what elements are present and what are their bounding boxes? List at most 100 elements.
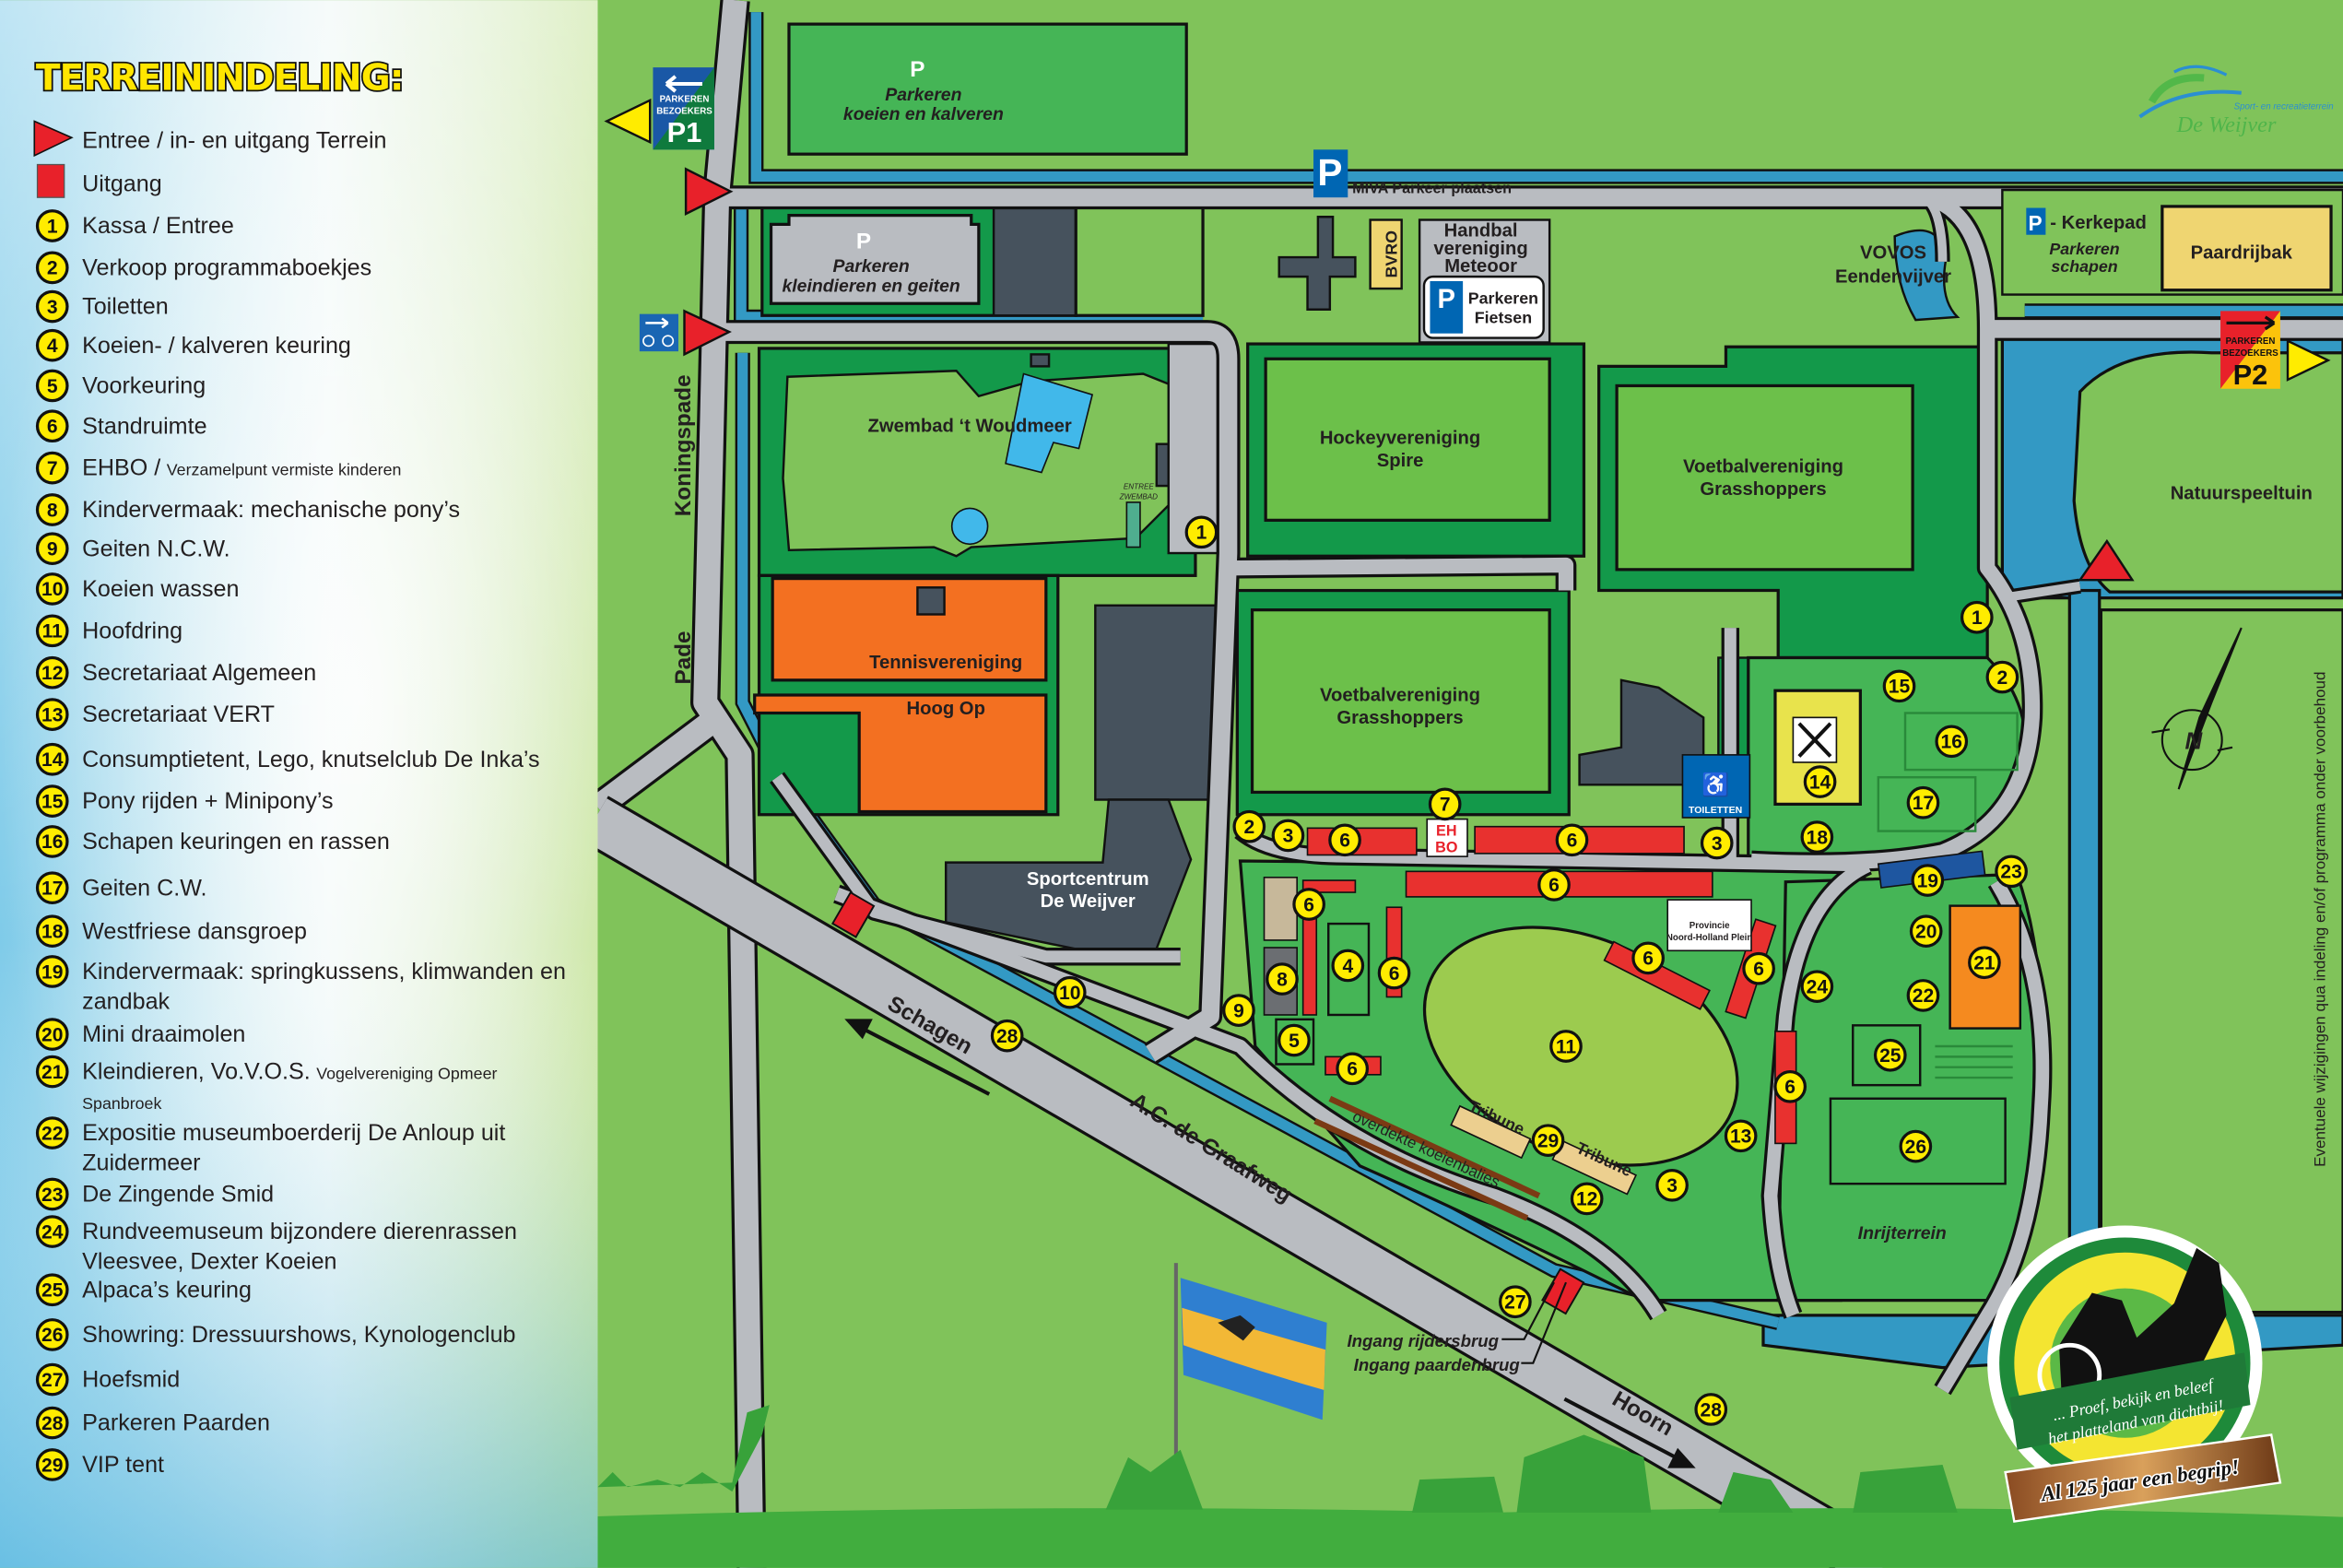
legend-marker: 21 [35,1055,69,1089]
map-marker[interactable]: 3 [1655,1168,1689,1202]
map-marker[interactable]: 21 [1968,946,2001,980]
map-marker[interactable]: 10 [1053,975,1087,1009]
marker-circle [35,955,69,988]
map-marker[interactable]: 6 [1537,868,1571,902]
road-direction-arrows [844,1019,1696,1468]
map-marker[interactable]: 3 [1271,819,1305,853]
marker-number: 1 [1196,523,1207,544]
map-marker[interactable]: 29 [1531,1124,1565,1157]
map-marker[interactable]: 19 [1911,864,1945,897]
legend-item-label: Mini draaimolen [82,1021,245,1047]
zwembad-label: Zwembad ‘t Woudmeer [868,417,1072,437]
marker-number: 1 [1972,607,1983,629]
marker-number: 14 [41,749,64,771]
marker-circle [1724,1119,1758,1153]
map-marker[interactable]: 6 [1773,1069,1807,1103]
map-marker[interactable]: 24 [1800,970,1834,1004]
map-marker[interactable]: 25 [1873,1038,1907,1072]
map-marker[interactable]: 28 [1694,1393,1728,1426]
map-marker[interactable]: 6 [1377,956,1411,990]
ingang-pointer-lines [1501,1281,1567,1364]
marker-circle [1377,956,1411,990]
p1-sign-line1: PARKEREN [660,94,710,104]
marker-circle [35,1177,69,1211]
p1-parking-sign[interactable] [653,67,714,150]
marker-circle [1694,1393,1728,1426]
map-marker[interactable]: 12 [1570,1182,1604,1216]
map-marker[interactable]: 5 [1277,1023,1311,1057]
map-marker[interactable]: 22 [1906,979,1940,1012]
marker-circle [1222,994,1255,1027]
map-marker[interactable]: 6 [1336,1052,1369,1086]
handbal-label: Meteoor [1444,256,1517,277]
paardrijbak-label: Paardrijbak [2191,243,2293,264]
map-marker[interactable]: 6 [1292,888,1325,921]
map-marker[interactable]: 4 [1331,949,1365,983]
map-marker[interactable]: 27 [1499,1285,1532,1319]
marker-number: 3 [47,297,58,318]
map-marker[interactable]: 6 [1328,823,1361,857]
map-marker[interactable]: 2 [1985,660,2019,694]
map-marker[interactable]: 7 [1428,787,1462,821]
natuurspeeltuin-label: Natuurspeeltuin [2171,484,2313,504]
legend-marker: 28 [35,1406,69,1440]
map-marker[interactable]: 1 [1960,600,1994,634]
map-marker[interactable]: 18 [1800,820,1834,854]
exit-icon [36,163,65,198]
legend-label-text: Secretariaat Algemeen [82,660,316,686]
marker-circle [1537,868,1571,902]
map-marker[interactable]: 8 [1266,962,1299,996]
legend-label-text: Parkeren Paarden [82,1410,270,1436]
marker-circle [35,532,69,565]
parking-sign [2026,207,2046,235]
map-marker[interactable]: 28 [990,1019,1024,1053]
map-marker[interactable]: 23 [1995,855,2028,889]
map-marker[interactable]: 13 [1724,1119,1758,1153]
map-marker[interactable]: 6 [1631,941,1665,975]
marker-circle [1499,1285,1532,1319]
marker-circle [1555,823,1589,857]
map-marker[interactable]: 14 [1803,765,1837,798]
marker-circle [1899,1129,1933,1163]
koningspade-street-label: Koningspade [671,374,696,516]
parking-sign-letter: P [1438,285,1455,314]
marker-number: 6 [47,417,58,438]
cow-stalls [1313,1095,1541,1221]
map-marker[interactable]: 26 [1899,1129,1933,1163]
provincie-sign [1666,899,1752,952]
legend-label-text: Schapen keuringen en rassen [82,829,390,855]
marker-number: 6 [1642,949,1654,970]
parking-cows-label: koeien en kalveren [843,104,1004,124]
map-marker[interactable]: 6 [1555,823,1589,857]
map-marker[interactable]: 20 [1909,914,1943,949]
marker-number: 6 [1753,959,1764,980]
map-marker[interactable]: 9 [1222,994,1255,1027]
kerkepad-label: - Kerkepad [2050,213,2147,233]
marker-number: 19 [41,961,63,983]
map-marker[interactable]: 6 [1742,951,1775,985]
marker-number: 6 [1389,963,1400,984]
canal [750,12,2343,183]
map-marker[interactable]: 3 [1700,826,1734,860]
p2-parking-sign[interactable] [2220,311,2280,389]
marker-circle [35,825,69,858]
legend-item-label: Showring: Dressuurshows, Kynologenclub [82,1322,515,1348]
map-marker[interactable]: 17 [1906,785,1940,819]
map-marker[interactable]: 2 [1232,809,1266,843]
map-marker[interactable]: 1 [1184,515,1219,549]
map-marker[interactable]: 15 [1882,669,1916,703]
legend-item-label: Hoefsmid [82,1367,180,1393]
marker-circle [1909,914,1943,949]
building [1030,353,1051,368]
legend-item-label: Kassa / Entree [82,213,234,239]
silhouettes-band [575,1405,2343,1568]
marker-number: 3 [1666,1175,1678,1197]
fietsen-label: Fietsen [1475,308,1532,326]
map-marker[interactable]: 11 [1549,1030,1583,1063]
map-marker[interactable]: 16 [1935,725,1969,759]
